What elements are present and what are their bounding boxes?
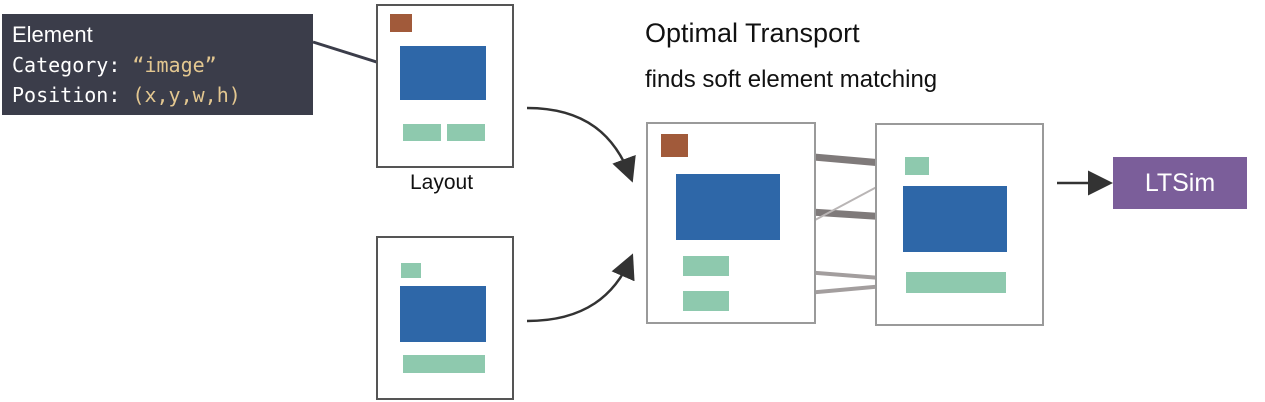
layout-2-small-text-element — [401, 263, 421, 278]
layout-2-frame — [376, 236, 514, 400]
ot-right-small-text-element — [905, 157, 929, 175]
element-info-box: Element Category: “image” Position: (x,y… — [2, 14, 313, 115]
arrow-layout1-to-ot — [526, 106, 636, 183]
ot-left-text-element-1 — [683, 256, 729, 276]
category-label: Category: — [12, 53, 133, 77]
position-value: (x,y,w,h) — [132, 83, 241, 107]
element-title: Element — [12, 22, 93, 47]
layout-caption: Layout — [410, 171, 474, 194]
layout-2-image-element — [400, 286, 486, 342]
layout-2-text-bar-element — [403, 355, 485, 373]
layout-1-image-element — [400, 46, 486, 100]
layout-1-text-element-right — [447, 124, 485, 141]
layout-1-text-element-left — [403, 124, 441, 141]
element-position-row: Position: (x,y,w,h) — [12, 80, 313, 110]
ot-left-text-element-2 — [683, 291, 729, 311]
ot-left-icon-element — [661, 134, 688, 157]
element-category-row: Category: “image” — [12, 50, 313, 80]
ot-subtitle: finds soft element matching — [645, 66, 938, 93]
ot-right-image-element — [903, 186, 1007, 252]
ot-right-text-bar-element — [906, 272, 1006, 293]
layout-1-icon-element — [390, 14, 412, 32]
arrow-layout2-to-ot — [526, 253, 635, 323]
ltsim-result-box: LTSim — [1113, 157, 1247, 209]
position-label: Position: — [12, 83, 133, 107]
category-value: “image” — [132, 53, 217, 77]
layout-1-frame — [376, 4, 514, 168]
ot-title: Optimal Transport — [645, 18, 860, 48]
ot-left-image-element — [676, 174, 780, 240]
